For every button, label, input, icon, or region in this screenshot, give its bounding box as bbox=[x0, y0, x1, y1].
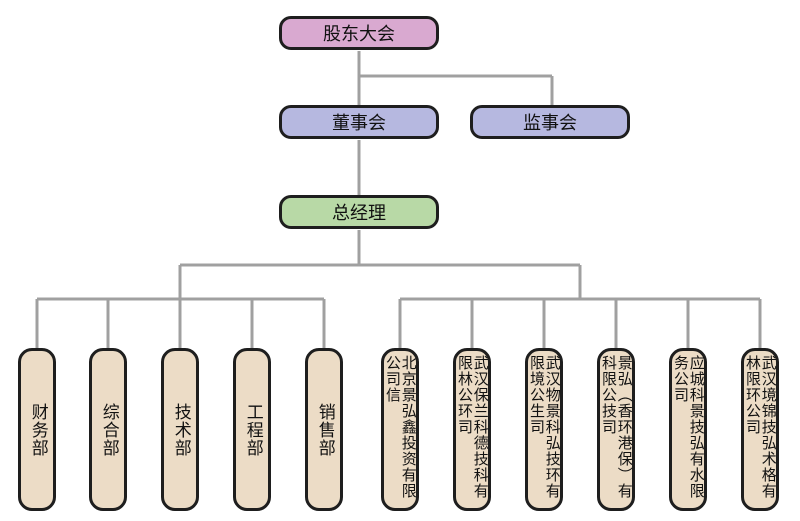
department-label: 综合部 bbox=[98, 402, 119, 457]
department-label: 销售部 bbox=[314, 402, 335, 457]
department-box-finance: 财务部 bbox=[18, 348, 56, 511]
company-box: 景弘（香环港保）有科限公技司 bbox=[597, 348, 635, 511]
company-label: 景弘（香环港保）有科限公技司 bbox=[600, 354, 634, 499]
general-manager-box: 总经理 bbox=[279, 195, 439, 229]
company-box: 武汉物景科弘技环有限境公生司 bbox=[525, 348, 563, 511]
department-label: 财务部 bbox=[27, 402, 48, 457]
department-box-sales: 销售部 bbox=[305, 348, 343, 511]
department-label: 技术部 bbox=[170, 402, 191, 457]
department-label: 工程部 bbox=[242, 402, 263, 457]
board-of-directors-label: 董事会 bbox=[332, 113, 386, 134]
supervisory-board-label: 监事会 bbox=[523, 113, 577, 134]
board-of-directors-box: 董事会 bbox=[279, 105, 439, 139]
supervisory-board-box: 监事会 bbox=[470, 105, 630, 139]
shareholders-meeting-box: 股东大会 bbox=[279, 16, 439, 50]
department-box-engineering: 工程部 bbox=[233, 348, 271, 511]
company-label: 应城科景技弘有水限务公司 bbox=[672, 354, 706, 499]
shareholders-meeting-label: 股东大会 bbox=[323, 24, 395, 45]
company-label: 武汉保兰科德技科有限林公环司 bbox=[456, 354, 490, 499]
company-box: 武汉境锦技弘术格有林限环公司 bbox=[741, 348, 779, 511]
company-label: 武汉境锦技弘术格有林限环公司 bbox=[744, 354, 778, 499]
department-box-technology: 技术部 bbox=[161, 348, 199, 511]
company-label: 北京景弘鑫投资有限公司信 bbox=[384, 354, 418, 499]
company-box: 应城科景技弘有水限务公司 bbox=[669, 348, 707, 511]
company-box: 北京景弘鑫投资有限公司信 bbox=[381, 348, 419, 511]
company-label: 武汉物景科弘技环有限境公生司 bbox=[528, 354, 562, 499]
general-manager-label: 总经理 bbox=[332, 203, 386, 224]
company-box: 武汉保兰科德技科有限林公环司 bbox=[453, 348, 491, 511]
department-box-general: 综合部 bbox=[89, 348, 127, 511]
